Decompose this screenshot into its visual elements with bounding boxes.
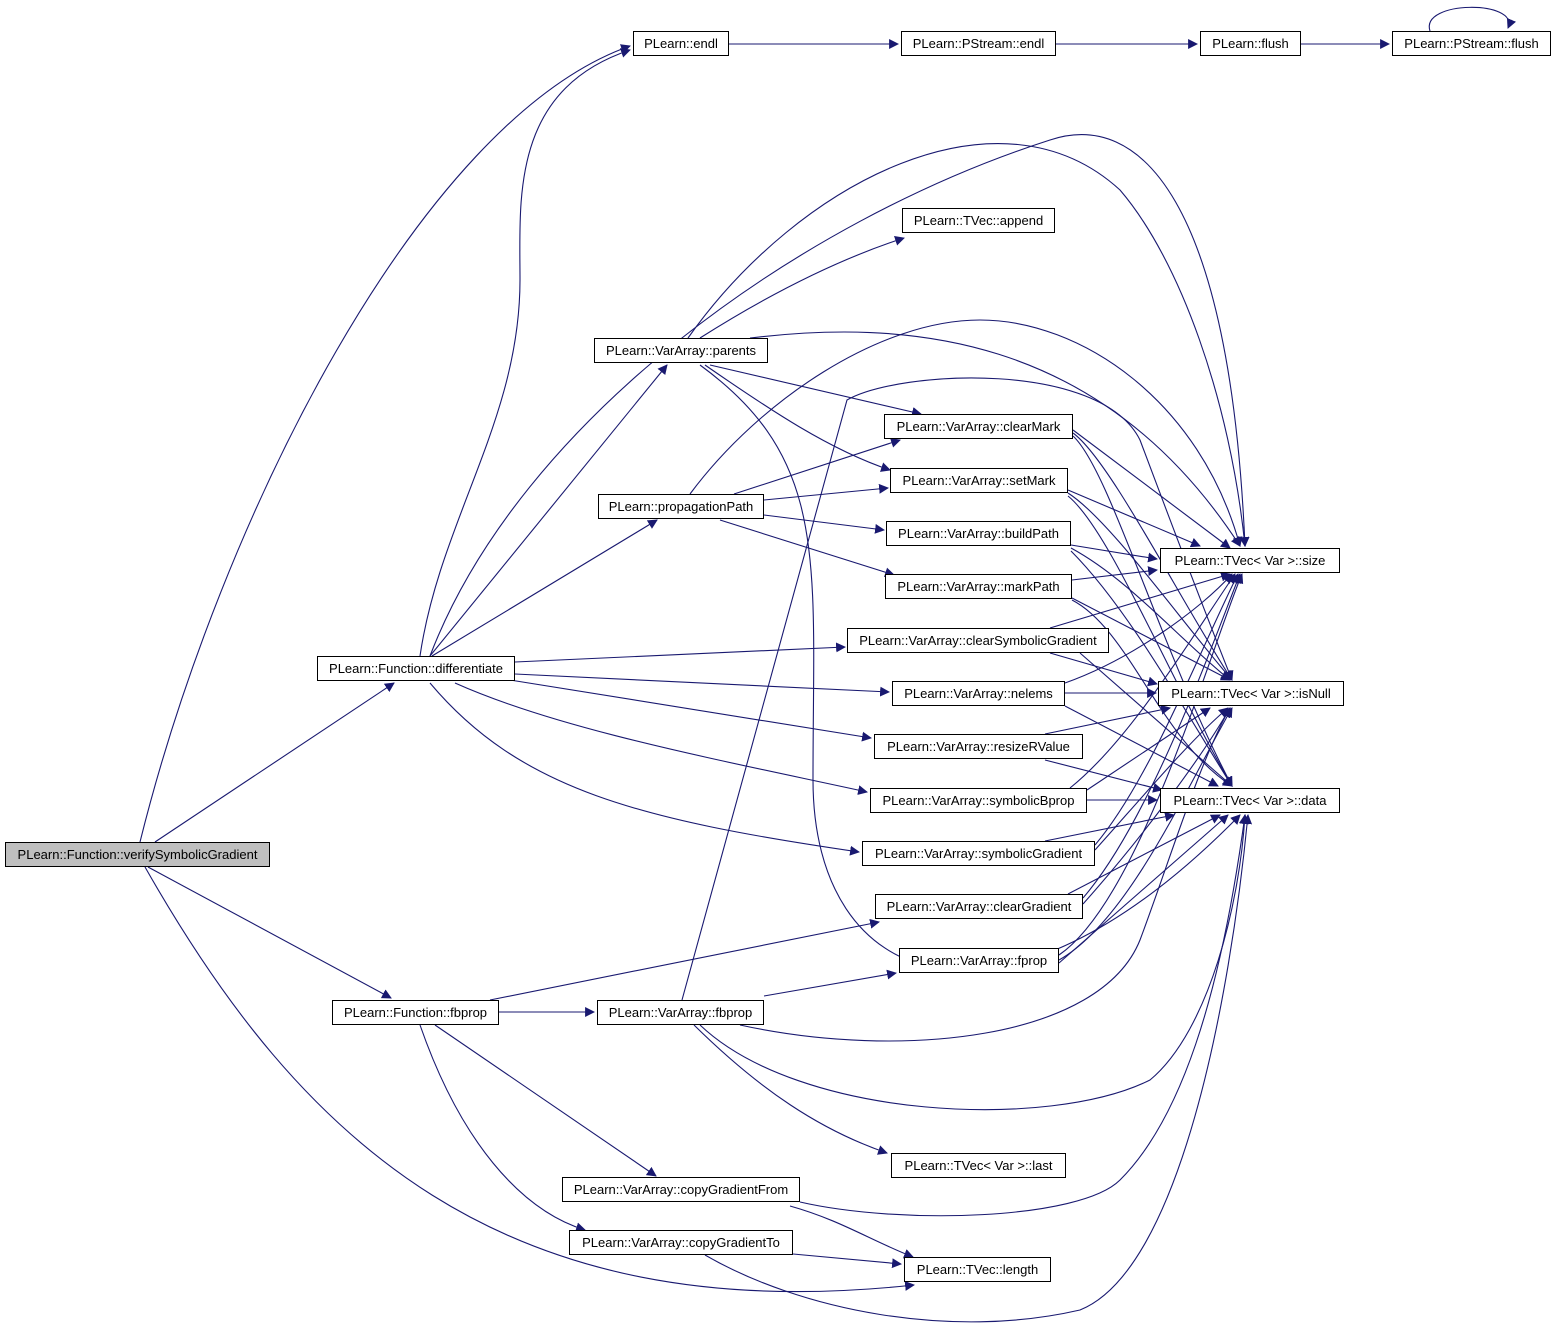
edge-differentiate-parents xyxy=(429,364,668,657)
edge-differentiate-propagation-path xyxy=(431,519,658,657)
edge-clear-symbolic-gradient-size xyxy=(1049,571,1231,629)
node-verify-symbolic-gradient: PLearn::Function::verifySymbolicGradient xyxy=(5,842,270,867)
edge-resize-rvalue-is-null xyxy=(1044,704,1171,735)
node-tvec-var-size[interactable]: PLearn::TVec< Var >::size xyxy=(1160,548,1340,573)
edge-verify-function-fbprop xyxy=(147,866,392,999)
node-pstream-flush[interactable]: PLearn::PStream::flush xyxy=(1392,31,1551,56)
node-tvec-var-last[interactable]: PLearn::TVec< Var >::last xyxy=(891,1153,1066,1178)
edge-clear-symbolic-gradient-is-null xyxy=(1049,652,1158,687)
node-vararray-nelems[interactable]: PLearn::VarArray::nelems xyxy=(892,681,1065,706)
edge-parents-clear-mark xyxy=(709,364,922,417)
edge-differentiate-resize-rvalue xyxy=(509,679,872,742)
node-vararray-set-mark[interactable]: PLearn::VarArray::setMark xyxy=(890,468,1068,493)
edge-symbolic-gradient-is-null xyxy=(1094,707,1229,851)
edge-verify-differentiate xyxy=(154,682,395,843)
node-tvec-var-data[interactable]: PLearn::TVec< Var >::data xyxy=(1160,788,1340,813)
node-vararray-symbolic-gradient[interactable]: PLearn::VarArray::symbolicGradient xyxy=(862,841,1095,866)
node-vararray-clear-symbolic-gradient[interactable]: PLearn::VarArray::clearSymbolicGradient xyxy=(847,628,1109,653)
edge-copy-gradient-from-length xyxy=(789,1205,914,1259)
edge-function-fbprop-copy-gradient-from xyxy=(434,1024,657,1177)
edge-differentiate-symbolic-bprop xyxy=(454,682,868,795)
edge-propagation-path-build-path xyxy=(763,514,885,534)
edge-differentiate-clear-symbolic-gradient xyxy=(514,642,846,663)
edge-clear-gradient-size xyxy=(1082,573,1242,899)
node-endl[interactable]: PLearn::endl xyxy=(633,31,729,56)
node-vararray-resize-rvalue[interactable]: PLearn::VarArray::resizeRValue xyxy=(874,734,1083,759)
edge-symbolic-gradient-data xyxy=(1044,811,1175,842)
edge-set-mark-data xyxy=(1067,495,1233,787)
edge-vararray-fbprop-fprop xyxy=(763,969,897,997)
edge-differentiate-size xyxy=(429,134,1250,657)
edge-differentiate-endl xyxy=(419,48,631,657)
edge-build-path-data xyxy=(1070,550,1233,787)
node-vararray-parents[interactable]: PLearn::VarArray::parents xyxy=(594,338,768,363)
node-function-fbprop[interactable]: PLearn::Function::fbprop xyxy=(332,1000,499,1025)
node-tvec-var-is-null[interactable]: PLearn::TVec< Var >::isNull xyxy=(1158,681,1344,706)
edge-function-fbprop-clear-gradient xyxy=(489,918,880,1001)
node-vararray-build-path[interactable]: PLearn::VarArray::buildPath xyxy=(886,521,1071,546)
edge-clear-gradient-data xyxy=(1067,814,1221,895)
edge-pstream-flush-self xyxy=(1428,6,1517,32)
edge-propagation-path-set-mark xyxy=(763,483,889,501)
edge-parents-append xyxy=(699,236,905,339)
edge-clear-mark-size xyxy=(1072,429,1231,549)
edge-differentiate-symbolic-gradient xyxy=(429,682,860,856)
edge-function-fbprop-copy-gradient-to xyxy=(419,1024,586,1233)
node-function-differentiate[interactable]: PLearn::Function::differentiate xyxy=(317,656,515,681)
edge-differentiate-nelems xyxy=(514,673,890,697)
node-propagation-path[interactable]: PLearn::propagationPath xyxy=(598,494,764,519)
edge-copy-gradient-from-data xyxy=(799,814,1249,1217)
node-tvec-length[interactable]: PLearn::TVec::length xyxy=(904,1257,1051,1282)
edge-build-path-size xyxy=(1070,544,1158,563)
edge-copy-gradient-to-length xyxy=(792,1253,902,1269)
edge-build-path-is-null xyxy=(1070,547,1231,681)
edge-nelems-data xyxy=(1064,705,1219,787)
edge-clear-mark-is-null xyxy=(1072,432,1233,681)
node-flush[interactable]: PLearn::flush xyxy=(1200,31,1301,56)
node-vararray-fprop[interactable]: PLearn::VarArray::fprop xyxy=(899,948,1059,973)
edge-copy-gradient-to-data xyxy=(704,814,1253,1323)
node-vararray-fbprop[interactable]: PLearn::VarArray::fbprop xyxy=(597,1000,764,1025)
edge-vararray-fbprop-data xyxy=(699,814,1250,1111)
edge-fprop-size xyxy=(1058,573,1244,956)
node-vararray-copy-gradient-to[interactable]: PLearn::VarArray::copyGradientTo xyxy=(569,1230,793,1255)
edge-vararray-fbprop-last xyxy=(693,1024,888,1155)
edge-propagation-path-size xyxy=(689,319,1243,547)
edge-verify-length xyxy=(144,866,915,1293)
edge-mark-path-size xyxy=(1071,566,1158,581)
edge-symbolic-gradient-size xyxy=(1094,573,1239,846)
edge-nelems-size xyxy=(1064,573,1233,684)
node-tvec-append[interactable]: PLearn::TVec::append xyxy=(902,208,1055,233)
edge-parents-size xyxy=(687,143,1250,547)
node-pstream-endl[interactable]: PLearn::PStream::endl xyxy=(901,31,1056,56)
edge-set-mark-size xyxy=(1067,489,1201,548)
edge-symbolic-bprop-is-null xyxy=(1086,707,1211,791)
node-vararray-copy-gradient-from[interactable]: PLearn::VarArray::copyGradientFrom xyxy=(562,1177,800,1202)
edge-clear-symbolic-gradient-data xyxy=(1079,652,1233,787)
node-vararray-clear-gradient[interactable]: PLearn::VarArray::clearGradient xyxy=(875,894,1083,919)
edge-propagation-path-clear-mark xyxy=(733,438,901,495)
edge-fprop-data xyxy=(1058,814,1229,964)
edge-resize-rvalue-data xyxy=(1044,759,1163,793)
edge-verify-endl xyxy=(139,44,631,843)
node-vararray-mark-path[interactable]: PLearn::VarArray::markPath xyxy=(885,574,1072,599)
edge-vararray-fbprop-clear-mark xyxy=(681,377,1234,1001)
edge-parents-size-2 xyxy=(749,331,1241,547)
edge-parents-set-mark xyxy=(704,364,891,472)
edge-vararray-fbprop-is-null xyxy=(739,707,1231,1042)
node-vararray-symbolic-bprop[interactable]: PLearn::VarArray::symbolicBprop xyxy=(870,788,1087,813)
node-vararray-clear-mark[interactable]: PLearn::VarArray::clearMark xyxy=(884,414,1073,439)
